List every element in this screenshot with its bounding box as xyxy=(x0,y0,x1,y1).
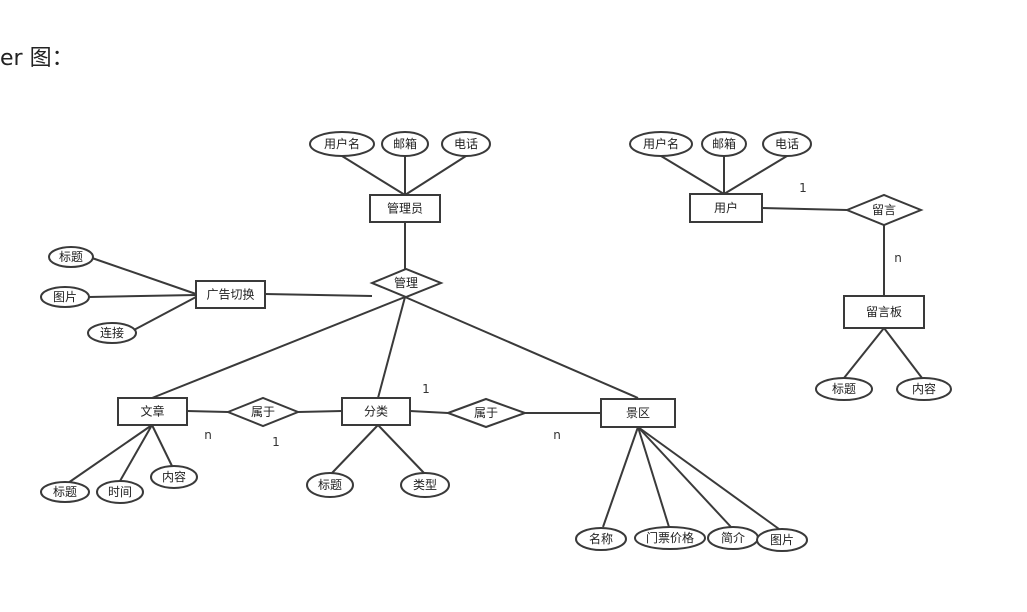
attribute-ad-title-label: 标题 xyxy=(59,250,83,264)
cardinality-belongs-category-left: 1 xyxy=(272,435,280,449)
edge-manage-category xyxy=(377,296,406,399)
edge-category-title xyxy=(331,424,379,474)
attribute-board-content-label: 内容 xyxy=(912,381,936,396)
edge-scenic-intro xyxy=(637,426,732,528)
attribute-article-title-label: 标题 xyxy=(53,485,77,499)
edge-admin-phone xyxy=(404,155,467,196)
attribute-scenic-name-label: 名称 xyxy=(589,531,613,546)
cardinality-belongs-scenic: n xyxy=(553,428,561,442)
relationship-belongs-scenic: 属于 xyxy=(445,397,528,429)
attribute-ad-image: 图片 xyxy=(40,286,90,308)
edge-user-username xyxy=(660,155,725,195)
edge-scenic-name xyxy=(602,426,639,528)
edge-admin-username xyxy=(341,155,406,196)
attribute-user-phone-label: 电话 xyxy=(775,137,799,151)
attribute-article-content: 内容 xyxy=(150,465,198,489)
entity-scenic-label: 景区 xyxy=(626,406,650,420)
cardinality-message-board: n xyxy=(894,251,902,265)
edge-ad-image xyxy=(88,294,197,298)
edge-belongs-category xyxy=(297,410,343,413)
edge-board-content xyxy=(883,327,923,379)
edge-article-title xyxy=(67,424,153,484)
attribute-board-content: 内容 xyxy=(896,377,952,401)
edge-article-belongs xyxy=(186,410,229,413)
edge-scenic-price xyxy=(637,426,670,528)
relationship-manage-label: 管理 xyxy=(394,275,418,290)
attribute-category-title-label: 标题 xyxy=(318,478,342,492)
attribute-user-email-label: 邮箱 xyxy=(712,136,736,151)
edge-manage-article xyxy=(151,296,406,399)
attribute-admin-email-label: 邮箱 xyxy=(393,136,417,151)
relationship-belongs-scenic-label: 属于 xyxy=(474,406,498,420)
attribute-scenic-intro: 简介 xyxy=(707,526,759,550)
attribute-admin-email: 邮箱 xyxy=(381,131,429,157)
entity-category: 分类 xyxy=(341,397,411,426)
edge-user-message xyxy=(761,207,848,211)
attribute-admin-phone: 电话 xyxy=(441,131,491,157)
edge-category-belongs xyxy=(409,410,449,414)
attribute-ad-title: 标题 xyxy=(48,246,94,268)
attribute-category-type-label: 类型 xyxy=(413,478,437,492)
attribute-admin-phone-label: 电话 xyxy=(454,137,478,151)
attribute-board-title-label: 标题 xyxy=(832,382,856,396)
attribute-user-phone: 电话 xyxy=(762,131,812,157)
entity-admin: 管理员 xyxy=(369,194,441,223)
attribute-board-title: 标题 xyxy=(815,377,873,401)
attribute-category-title: 标题 xyxy=(306,472,354,498)
attribute-article-content-label: 内容 xyxy=(162,469,186,484)
attribute-ad-image-label: 图片 xyxy=(53,290,77,304)
entity-user: 用户 xyxy=(689,193,763,223)
edge-board-title xyxy=(843,327,885,379)
attribute-article-time: 时间 xyxy=(96,480,144,504)
attribute-article-title: 标题 xyxy=(40,481,90,503)
entity-ad-label: 广告切换 xyxy=(206,288,254,302)
attribute-scenic-image-label: 图片 xyxy=(770,533,794,547)
edge-article-content xyxy=(151,424,173,467)
entity-scenic: 景区 xyxy=(600,398,676,428)
attribute-scenic-name: 名称 xyxy=(575,527,627,551)
entity-category-label: 分类 xyxy=(364,405,388,419)
edge-ad-manage xyxy=(264,293,373,297)
attribute-ad-link-label: 连接 xyxy=(100,325,124,340)
entity-message-board-label: 留言板 xyxy=(866,305,902,319)
edge-ad-link xyxy=(131,296,197,332)
relationship-belongs-article: 属于 xyxy=(225,396,301,428)
cardinality-user-message: 1 xyxy=(799,181,807,195)
edge-user-phone xyxy=(723,155,788,195)
attribute-article-time-label: 时间 xyxy=(108,485,132,499)
attribute-scenic-price: 门票价格 xyxy=(634,526,706,550)
attribute-ad-link: 连接 xyxy=(87,322,137,344)
entity-admin-label: 管理员 xyxy=(387,201,423,216)
entity-user-label: 用户 xyxy=(714,200,738,215)
attribute-user-email: 邮箱 xyxy=(701,131,747,157)
attribute-scenic-price-label: 门票价格 xyxy=(646,530,694,545)
attribute-user-username-label: 用户名 xyxy=(643,136,679,151)
relationship-leave-message-label: 留言 xyxy=(872,203,896,217)
attribute-admin-username: 用户名 xyxy=(309,131,375,157)
diagram-heading: er 图： xyxy=(0,46,74,71)
attribute-scenic-intro-label: 简介 xyxy=(721,531,745,545)
entity-article-label: 文章 xyxy=(140,404,164,419)
edges xyxy=(67,155,923,530)
attribute-user-username: 用户名 xyxy=(629,131,693,157)
entity-ad: 广告切换 xyxy=(195,280,266,309)
entity-message-board: 留言板 xyxy=(843,295,925,329)
attribute-category-type: 类型 xyxy=(400,472,450,498)
attribute-scenic-image: 图片 xyxy=(756,528,808,552)
entity-article: 文章 xyxy=(117,397,188,426)
cardinality-category-belongs: 1 xyxy=(422,382,430,396)
relationship-manage: 管理 xyxy=(369,267,444,299)
edge-article-time xyxy=(119,424,153,482)
relationship-belongs-article-label: 属于 xyxy=(251,405,275,419)
attribute-admin-username-label: 用户名 xyxy=(324,136,360,151)
relationship-leave-message: 留言 xyxy=(844,193,924,227)
edge-scenic-image xyxy=(637,426,780,530)
edge-category-type xyxy=(377,424,425,474)
edge-manage-scenic xyxy=(404,296,639,399)
edge-ad-title xyxy=(91,257,197,295)
cardinality-article-belongs: n xyxy=(204,428,212,442)
